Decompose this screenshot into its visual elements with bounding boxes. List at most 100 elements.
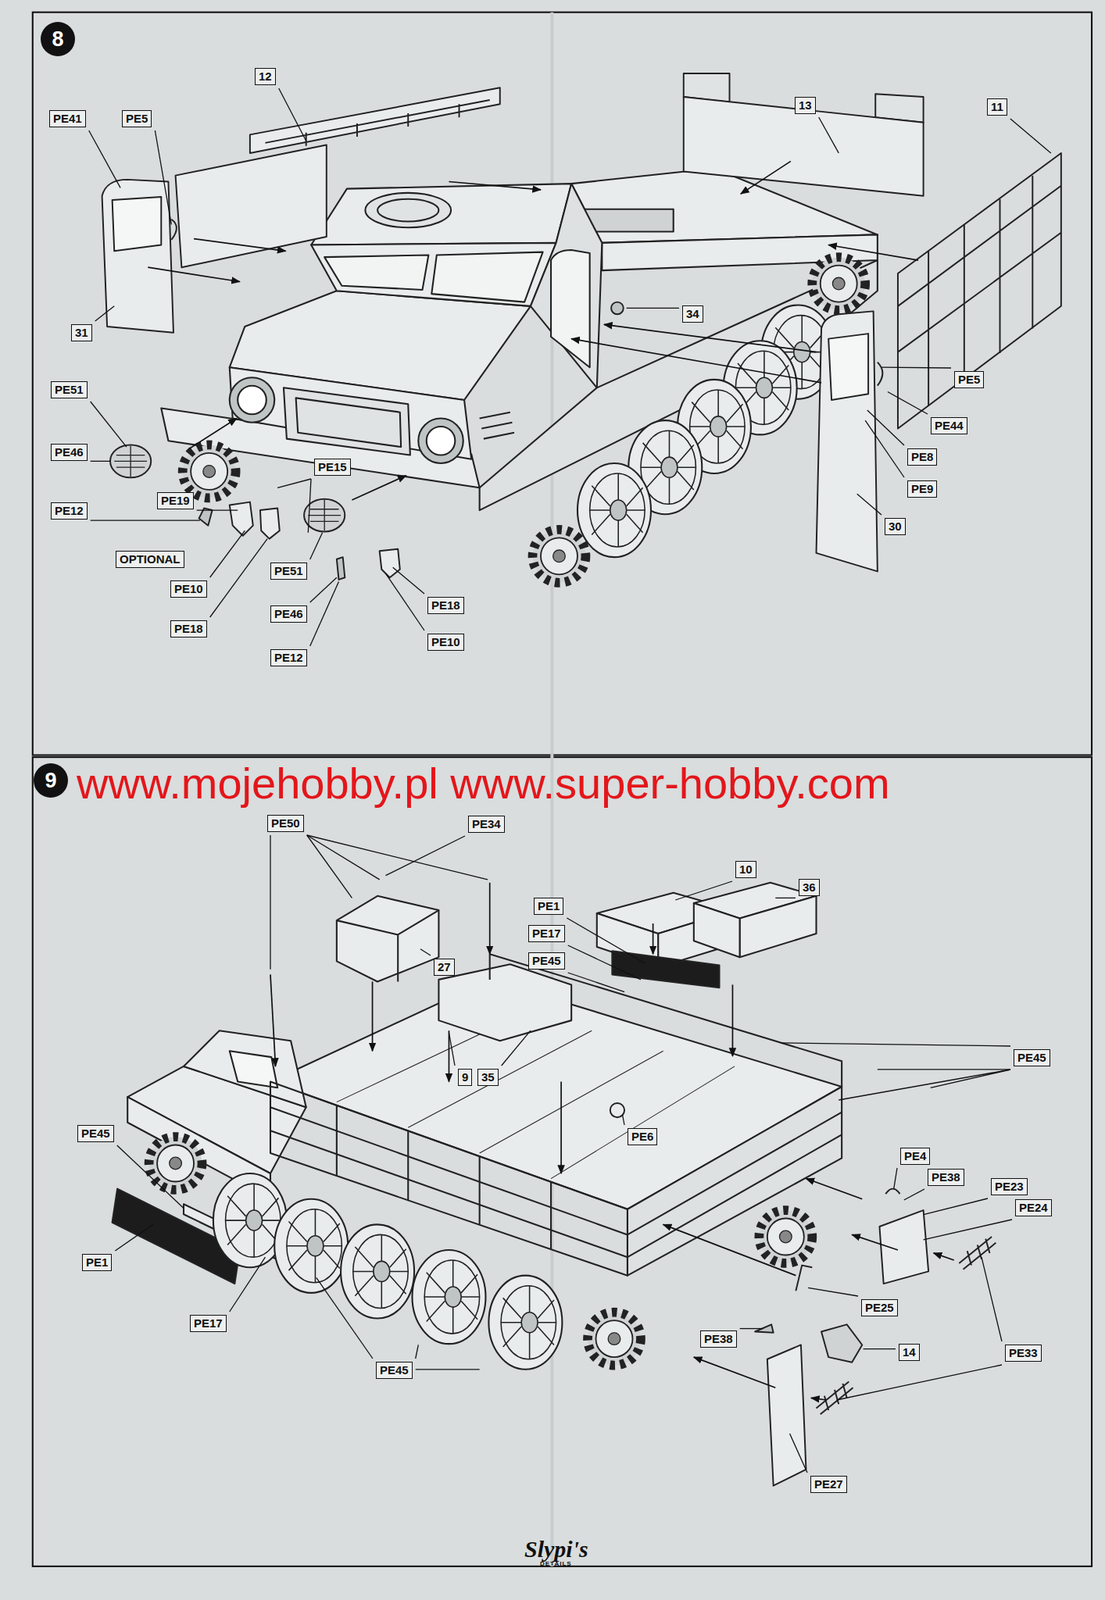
callout-number: PE6: [631, 1130, 654, 1145]
callout-number: 9: [461, 1070, 469, 1085]
leader-line: [415, 1369, 480, 1370]
leader-line: [316, 1277, 373, 1359]
leader-line: [568, 972, 625, 993]
leader-line: [887, 392, 928, 415]
callout-number: PE4: [904, 1149, 927, 1164]
leader-line: [420, 949, 431, 956]
callout-box: PE46: [270, 605, 308, 623]
callout-number: PE34: [472, 817, 501, 832]
leader-line: [90, 519, 201, 521]
callout-box: PE38: [700, 1330, 737, 1349]
callout-number: PE46: [54, 445, 84, 460]
leader-line: [95, 306, 115, 322]
callout-number: PE27: [814, 1477, 844, 1492]
callout-box: PE41: [49, 110, 86, 128]
leader-line: [626, 307, 680, 309]
callout-number: 27: [437, 960, 451, 975]
callout-number: PE10: [174, 582, 204, 597]
callout-box: 34: [682, 305, 704, 323]
callout-number: 31: [75, 325, 89, 340]
leader-line: [838, 1069, 1011, 1101]
leader-line: [904, 1189, 925, 1201]
leader-line: [808, 1287, 859, 1297]
leader-line: [117, 1145, 184, 1209]
callout-box: PE46: [50, 443, 88, 462]
brand-logo: Slypi's: [524, 1537, 589, 1562]
callout-box: PE17: [189, 1315, 227, 1333]
callout-number: 13: [798, 98, 812, 113]
callout-box: PE1: [533, 897, 564, 916]
callout-box: PE23: [990, 1178, 1028, 1196]
callout-number: 10: [739, 862, 753, 877]
callout-box: 11: [986, 98, 1008, 116]
callout-box: 13: [794, 96, 816, 115]
callout-box: PE18: [170, 620, 208, 638]
callout-box: PE27: [810, 1476, 848, 1494]
callout-number: 14: [902, 1345, 916, 1360]
callout-number: PE17: [532, 926, 562, 941]
callout-box: 9: [457, 1069, 473, 1087]
leader-line: [386, 836, 465, 877]
leader-line: [310, 577, 337, 603]
leader-line: [924, 1198, 988, 1215]
callout-number: 35: [481, 1070, 495, 1085]
callout-number: PE9: [911, 482, 934, 497]
leader-line: [90, 461, 111, 462]
callout-box: 30: [884, 518, 906, 536]
callout-box: PE50: [267, 815, 304, 833]
callout-box: PE6: [627, 1128, 658, 1146]
step-number: 8: [51, 27, 64, 52]
callout-number: PE12: [54, 504, 84, 519]
leader-line: [310, 532, 323, 560]
leader-line: [930, 1069, 1011, 1088]
callout-box: PE51: [270, 562, 308, 580]
leader-line: [114, 1224, 153, 1252]
callout-number: 34: [686, 307, 700, 322]
leader-line: [386, 573, 425, 631]
callout-box: PE10: [427, 633, 465, 651]
callout-number: PE18: [174, 622, 204, 637]
callout-number: PE19: [160, 493, 190, 508]
leader-line: [1010, 118, 1052, 154]
callout-number: PE51: [274, 564, 304, 579]
callout-number: PE41: [53, 111, 83, 126]
leader-line: [775, 897, 796, 899]
leader-line: [229, 1257, 266, 1313]
callout-box: PE25: [861, 1299, 898, 1317]
leader-line: [277, 479, 312, 488]
leader-line: [501, 1030, 531, 1066]
callout-number: PE25: [865, 1301, 895, 1316]
callout-number: PE45: [532, 954, 562, 969]
leader-line: [790, 1433, 808, 1474]
callout-box: PE18: [427, 597, 465, 615]
leader-line: [210, 539, 268, 618]
callout-number: PE15: [318, 460, 347, 475]
leader-line: [981, 1257, 1002, 1342]
leader-line: [154, 130, 172, 225]
watermark: www.mojehobby.pl www.super-hobby.com: [76, 761, 891, 806]
callout-number: PE17: [193, 1316, 223, 1331]
callout-box: PE38: [927, 1169, 965, 1187]
callout-number: 12: [258, 69, 272, 84]
leader-line: [415, 1344, 419, 1359]
leader-line: [923, 1219, 1013, 1241]
leader-line: [568, 945, 641, 980]
callout-number: PE12: [274, 650, 304, 666]
callout-box: PE4: [900, 1147, 930, 1166]
leader-line: [210, 530, 246, 578]
callout-box: PE10: [170, 580, 208, 598]
leader-line: [865, 420, 905, 478]
callout-box: PE45: [77, 1125, 115, 1143]
callout-box: PE51: [50, 381, 88, 399]
callout-box: PE45: [375, 1362, 413, 1380]
callout-number: PE8: [911, 450, 934, 465]
callout-box: 27: [433, 958, 455, 977]
leader-line: [622, 1114, 625, 1126]
callout-box: PE9: [907, 480, 937, 498]
callout-box: PE8: [907, 448, 937, 466]
callout-number: PE51: [54, 382, 84, 397]
callout-box: PE12: [270, 649, 308, 667]
callout-box: PE34: [468, 815, 505, 834]
callout-number: PE1: [537, 899, 560, 914]
